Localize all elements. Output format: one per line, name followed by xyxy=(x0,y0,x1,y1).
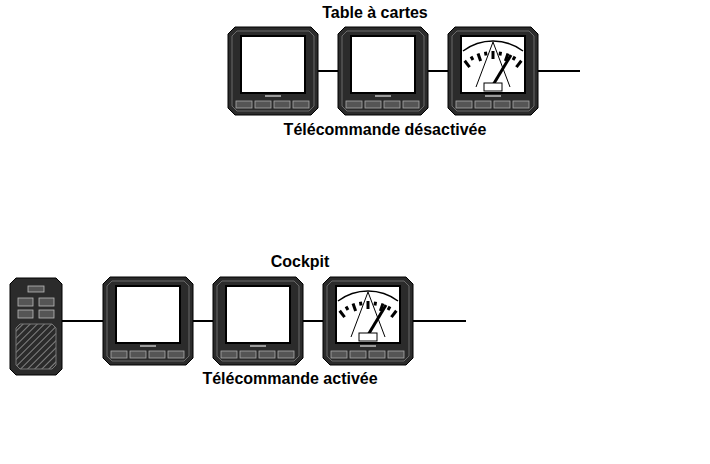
instrument-part xyxy=(107,281,189,361)
instrument-part xyxy=(241,36,305,93)
caption-label: Cockpit xyxy=(271,253,330,271)
grip-hatching xyxy=(16,324,56,369)
instrument-part xyxy=(10,278,62,375)
instrument-part xyxy=(323,277,413,365)
instrument-part xyxy=(365,101,381,108)
instrument-part xyxy=(391,311,396,317)
instrument-part xyxy=(228,27,318,115)
instrument-part xyxy=(327,281,409,361)
instrument-part xyxy=(388,351,404,358)
instrument-part xyxy=(461,36,525,93)
instrument-part xyxy=(140,345,156,347)
instrument-part xyxy=(452,31,534,111)
instrument-part xyxy=(456,101,472,108)
instrument-part xyxy=(513,101,529,108)
instrument-part xyxy=(342,31,424,111)
instrument-part xyxy=(340,311,345,317)
instrument-part xyxy=(331,351,347,358)
instrument-part xyxy=(130,351,146,358)
instrument-part xyxy=(360,345,376,347)
instrument-part xyxy=(384,101,400,108)
instrument-part xyxy=(478,54,481,62)
instrument-part xyxy=(350,351,366,358)
instrument-part xyxy=(278,351,294,358)
instrument-part xyxy=(116,286,180,343)
instrument-part xyxy=(484,83,502,91)
instrument-part xyxy=(336,286,400,343)
instrument-part xyxy=(513,57,515,61)
instrument-part xyxy=(274,101,290,108)
instrument-part xyxy=(465,61,470,67)
instrument-part xyxy=(484,52,488,56)
instrument-part xyxy=(369,351,385,358)
instrument-part xyxy=(475,101,491,108)
caption-label: Table à cartes xyxy=(322,4,428,22)
display-instrument xyxy=(228,27,318,115)
instrument-part xyxy=(471,57,473,61)
instrument-part xyxy=(493,55,511,85)
instrument-part xyxy=(217,281,299,361)
caption-label: Télécommande activée xyxy=(202,370,377,388)
remote-control xyxy=(10,278,62,375)
instrument-part xyxy=(367,301,370,309)
instrument-part xyxy=(293,101,309,108)
instrument-part xyxy=(265,95,281,97)
caption-label: Télécommande désactivée xyxy=(284,121,487,139)
instrument-part xyxy=(111,351,127,358)
display-instrument xyxy=(338,27,428,115)
instrument-part xyxy=(250,345,266,347)
instrument-part xyxy=(18,298,33,306)
instrument-part xyxy=(168,351,184,358)
instrument-part xyxy=(492,51,495,59)
instrument-part xyxy=(353,304,356,312)
instrument-part xyxy=(351,292,385,337)
instrument-part xyxy=(240,351,256,358)
instrument-part xyxy=(232,31,314,111)
instrument-part xyxy=(368,305,386,335)
instrument-part xyxy=(236,101,252,108)
instrument-part xyxy=(149,351,165,358)
instrument-part xyxy=(346,307,348,311)
instrument-part xyxy=(18,310,33,318)
instrument-part xyxy=(373,302,377,306)
instrument-part xyxy=(359,302,363,306)
instrument-part xyxy=(255,101,271,108)
gauge-instrument xyxy=(448,27,538,115)
instrument-part xyxy=(351,36,415,93)
instrument-part xyxy=(39,298,54,306)
instrument-part xyxy=(485,95,501,97)
instrument-part xyxy=(403,101,419,108)
instrument-part xyxy=(226,286,290,343)
instrument-part xyxy=(388,307,390,311)
instrument-part xyxy=(375,95,391,97)
instrument-part xyxy=(476,42,510,87)
display-instrument xyxy=(103,277,193,365)
instrument-part xyxy=(259,351,275,358)
instrument-part xyxy=(39,310,54,318)
instrument-part xyxy=(221,351,237,358)
instrument-part xyxy=(346,101,362,108)
instrument-part xyxy=(103,277,193,365)
instrument-part xyxy=(359,333,377,341)
instrument-part xyxy=(498,52,502,56)
gauge-instrument xyxy=(323,277,413,365)
instrument-part xyxy=(448,27,538,115)
instrument-part xyxy=(494,101,510,108)
instrument-part xyxy=(516,61,521,67)
display-instrument xyxy=(213,277,303,365)
instrument-part xyxy=(28,286,44,292)
instrument-part xyxy=(338,27,428,115)
instrument-part xyxy=(213,277,303,365)
